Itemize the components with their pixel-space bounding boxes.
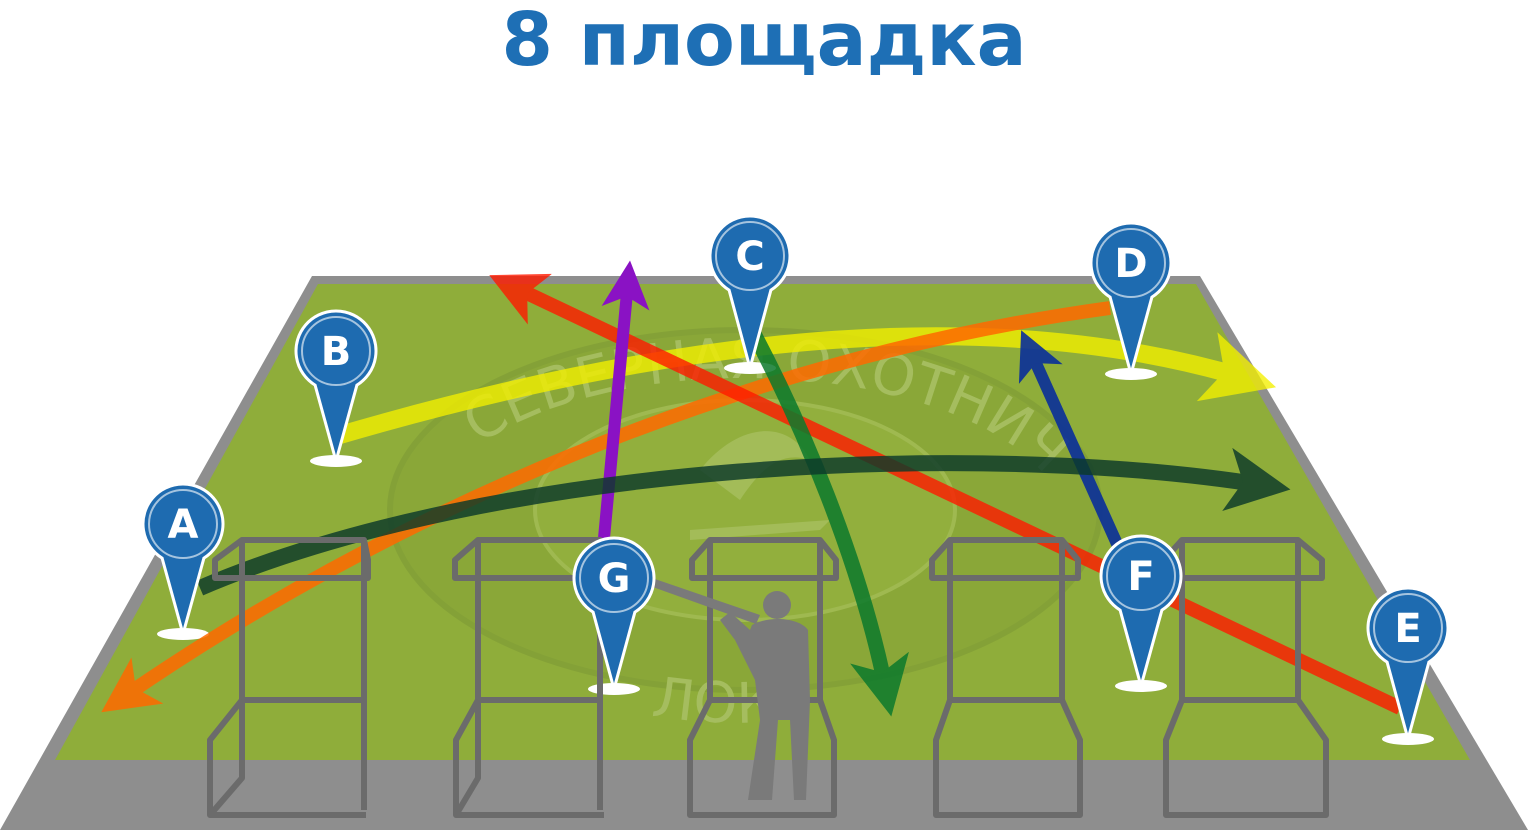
trajectory-red (489, 273, 1404, 715)
shooting-stand-1 (207, 537, 371, 818)
shooting-stand-5 (1161, 537, 1329, 818)
pin-label: C (735, 234, 764, 280)
pin-b: B (294, 309, 378, 467)
pin-a: A (141, 482, 225, 640)
pin-marker-icon (294, 309, 378, 467)
pin-label: E (1394, 606, 1421, 652)
pin-label: G (598, 556, 631, 602)
pin-label: A (168, 502, 199, 548)
pin-d: D (1089, 221, 1173, 380)
pin-bases (157, 362, 1434, 745)
pin-marker-icon (572, 536, 656, 695)
svg-text:СЕВЕРНАЯ ОХОТНИЧЬЯ: СЕВЕРНАЯ ОХОТНИЧЬЯ (0, 0, 1081, 485)
page-title: 8 площадка (501, 0, 1027, 83)
field-grass (55, 284, 1470, 760)
trajectory-navy (1018, 330, 1128, 558)
trajectory-green (745, 326, 909, 717)
pin-label: D (1114, 241, 1147, 287)
pin-label: B (321, 329, 352, 375)
trajectory-violet (595, 260, 650, 571)
pin-label: F (1127, 554, 1154, 600)
pin-marker-icon (708, 214, 792, 374)
pin-f: F (1099, 534, 1183, 692)
pin-marker-icon (1366, 586, 1450, 745)
watermark-text-top: СЕВЕРНАЯ ОХОТНИЧЬЯ (0, 0, 1081, 485)
pin-marker-icon (1099, 534, 1183, 692)
pin-g: G (572, 536, 656, 695)
shooter-silhouette (650, 578, 810, 800)
pins: A B C D E F G (141, 214, 1450, 745)
pin-marker-icon (1089, 221, 1173, 380)
shooting-stand-4 (929, 537, 1083, 818)
pin-e: E (1366, 586, 1450, 745)
pin-c: C (708, 214, 792, 374)
